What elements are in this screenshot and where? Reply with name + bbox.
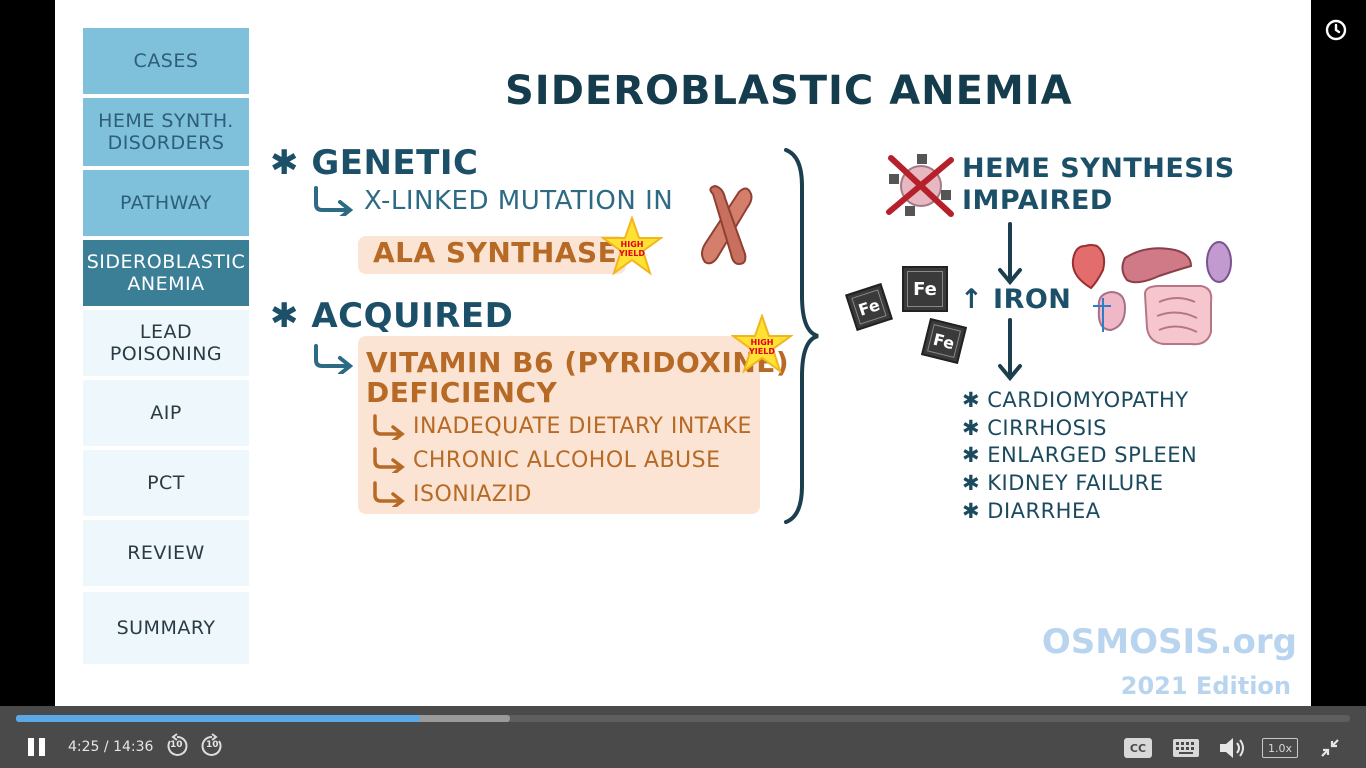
progress-played bbox=[16, 715, 421, 722]
genetic-sub: X-LINKED MUTATION IN bbox=[364, 186, 674, 216]
heme-line1: HEME SYNTHESIS bbox=[962, 153, 1235, 184]
down-arrow-icon bbox=[998, 318, 1022, 382]
video-frame[interactable]: CASES HEME SYNTH. DISORDERS PATHWAY SIDE… bbox=[55, 0, 1311, 706]
sidebar-item-label: SUMMARY bbox=[116, 617, 216, 639]
sidebar-item-label: CASES bbox=[133, 50, 199, 72]
forward-label: 10 bbox=[206, 740, 219, 750]
keyboard-icon[interactable] bbox=[1172, 738, 1200, 758]
player-controls: 4:25 / 14:36 10 10 CC 1.0x bbox=[0, 706, 1366, 768]
sidebar-item-label: PCT bbox=[147, 472, 185, 494]
pause-button[interactable] bbox=[26, 736, 48, 758]
fe-label: Fe bbox=[931, 329, 957, 353]
high-yield-badge: HIGH YIELD bbox=[749, 338, 775, 356]
slide-title: SIDEROBLASTIC ANEMIA bbox=[505, 68, 1073, 114]
iron-increase-label: ↑ IRON bbox=[960, 284, 1072, 315]
star-icon bbox=[731, 314, 793, 374]
consequence-item: ✱ ENLARGED SPLEEN bbox=[962, 443, 1198, 467]
consequence-item: ✱ KIDNEY FAILURE bbox=[962, 471, 1164, 495]
sidebar-item-lead-poisoning: LEAD POISONING bbox=[83, 310, 249, 376]
vitamin-b6-line2: DEFICIENCY bbox=[366, 376, 558, 409]
acquired-box bbox=[358, 336, 760, 514]
time-display: 4:25 / 14:36 bbox=[68, 739, 153, 755]
arrow-icon bbox=[314, 186, 354, 216]
osmosis-logo: OSMOSIS.org bbox=[1041, 622, 1297, 662]
sidebar-item-summary: SUMMARY bbox=[83, 592, 249, 664]
time-separator: / bbox=[103, 739, 109, 755]
forward-10-button[interactable]: 10 bbox=[199, 733, 225, 759]
duration: 14:36 bbox=[113, 739, 154, 755]
sidebar-item-label: LEAD POISONING bbox=[109, 321, 223, 365]
sidebar-item-heme-synth-disorders: HEME SYNTH. DISORDERS bbox=[83, 98, 249, 166]
speed-label: 1.0x bbox=[1267, 741, 1292, 755]
forward-icon bbox=[201, 733, 222, 756]
sidebar-item-review: REVIEW bbox=[83, 520, 249, 586]
sidebar-item-label: REVIEW bbox=[127, 542, 205, 564]
sidebar-item-cases: CASES bbox=[83, 28, 249, 94]
iron-block-icon: Fe bbox=[902, 266, 948, 312]
sidebar-item-pct: PCT bbox=[83, 450, 249, 516]
rewind-label: 10 bbox=[170, 740, 183, 750]
heme-molecule-icon bbox=[886, 154, 954, 217]
sidebar-item-label: SIDEROBLASTIC ANEMIA bbox=[86, 251, 246, 295]
cause-item: INADEQUATE DIETARY INTAKE bbox=[413, 414, 752, 439]
down-arrow-icon bbox=[998, 222, 1022, 286]
sidebar-item-aip: AIP bbox=[83, 380, 249, 446]
clock-icon[interactable] bbox=[1324, 18, 1348, 42]
ala-synthase-label: ALA SYNTHASE bbox=[373, 236, 618, 269]
fe-label: Fe bbox=[856, 294, 882, 320]
sidebar-item-label: AIP bbox=[150, 402, 182, 424]
fe-label: Fe bbox=[913, 278, 937, 300]
ala-synthase-box bbox=[358, 236, 626, 274]
curly-brace bbox=[784, 148, 819, 524]
edition-label: 2021 Edition bbox=[1120, 672, 1291, 700]
vitamin-b6-line1: VITAMIN B6 (PYRIDOXINE) bbox=[366, 346, 790, 379]
arrow-icon bbox=[373, 447, 405, 473]
captions-button[interactable]: CC bbox=[1124, 738, 1152, 758]
consequence-item: ✱ CIRRHOSIS bbox=[962, 416, 1107, 440]
sidebar-item-label: HEME SYNTH. DISORDERS bbox=[98, 110, 234, 154]
sidebar-item-pathway: PATHWAY bbox=[83, 170, 249, 236]
progress-bar[interactable] bbox=[16, 715, 1350, 722]
iron-block-icon: Fe bbox=[920, 317, 968, 365]
rewind-icon bbox=[167, 733, 188, 756]
star-icon bbox=[601, 216, 663, 276]
arrow-icon bbox=[314, 344, 354, 374]
arrow-icon bbox=[373, 414, 405, 440]
iron-block-icon: Fe bbox=[845, 283, 893, 331]
cause-item: CHRONIC ALCOHOL ABUSE bbox=[413, 448, 721, 473]
acquired-heading: ✱ ACQUIRED bbox=[270, 296, 514, 336]
rewind-10-button[interactable]: 10 bbox=[164, 733, 190, 759]
playback-speed-button[interactable]: 1.0x bbox=[1262, 738, 1298, 758]
genetic-heading: ✱ GENETIC bbox=[270, 143, 479, 183]
high-yield-badge: HIGH YIELD bbox=[619, 240, 645, 258]
sidebar-item-label: PATHWAY bbox=[119, 192, 213, 214]
current-time: 4:25 bbox=[68, 739, 100, 755]
consequence-item: ✱ CARDIOMYOPATHY bbox=[962, 388, 1189, 412]
consequence-item: ✱ DIARRHEA bbox=[962, 499, 1101, 523]
sidebar-item-sideroblastic-anemia: SIDEROBLASTIC ANEMIA bbox=[83, 240, 249, 306]
heme-line2: IMPAIRED bbox=[962, 185, 1113, 216]
exit-fullscreen-icon[interactable] bbox=[1320, 738, 1340, 758]
organs-illustration bbox=[1071, 241, 1232, 346]
cc-label: CC bbox=[1129, 741, 1147, 755]
chromosome-icon bbox=[701, 184, 753, 266]
volume-icon[interactable] bbox=[1218, 736, 1248, 760]
arrow-icon bbox=[373, 481, 405, 507]
cause-item: ISONIAZID bbox=[413, 482, 532, 507]
